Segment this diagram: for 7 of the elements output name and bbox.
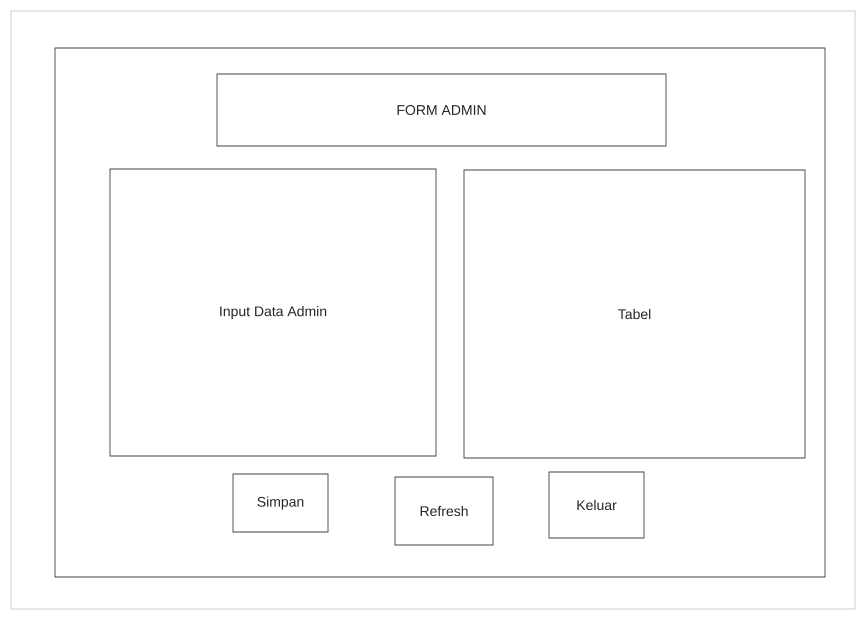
window-frame: [54, 48, 826, 578]
table-panel: Tabel: [464, 170, 806, 458]
input-panel: Input Data Admin: [110, 168, 436, 456]
button: Refresh: [394, 476, 494, 546]
button: Keluar: [548, 472, 644, 538]
button: Simpan: [232, 474, 328, 532]
title-box: FORM ADMIN: [216, 74, 666, 146]
